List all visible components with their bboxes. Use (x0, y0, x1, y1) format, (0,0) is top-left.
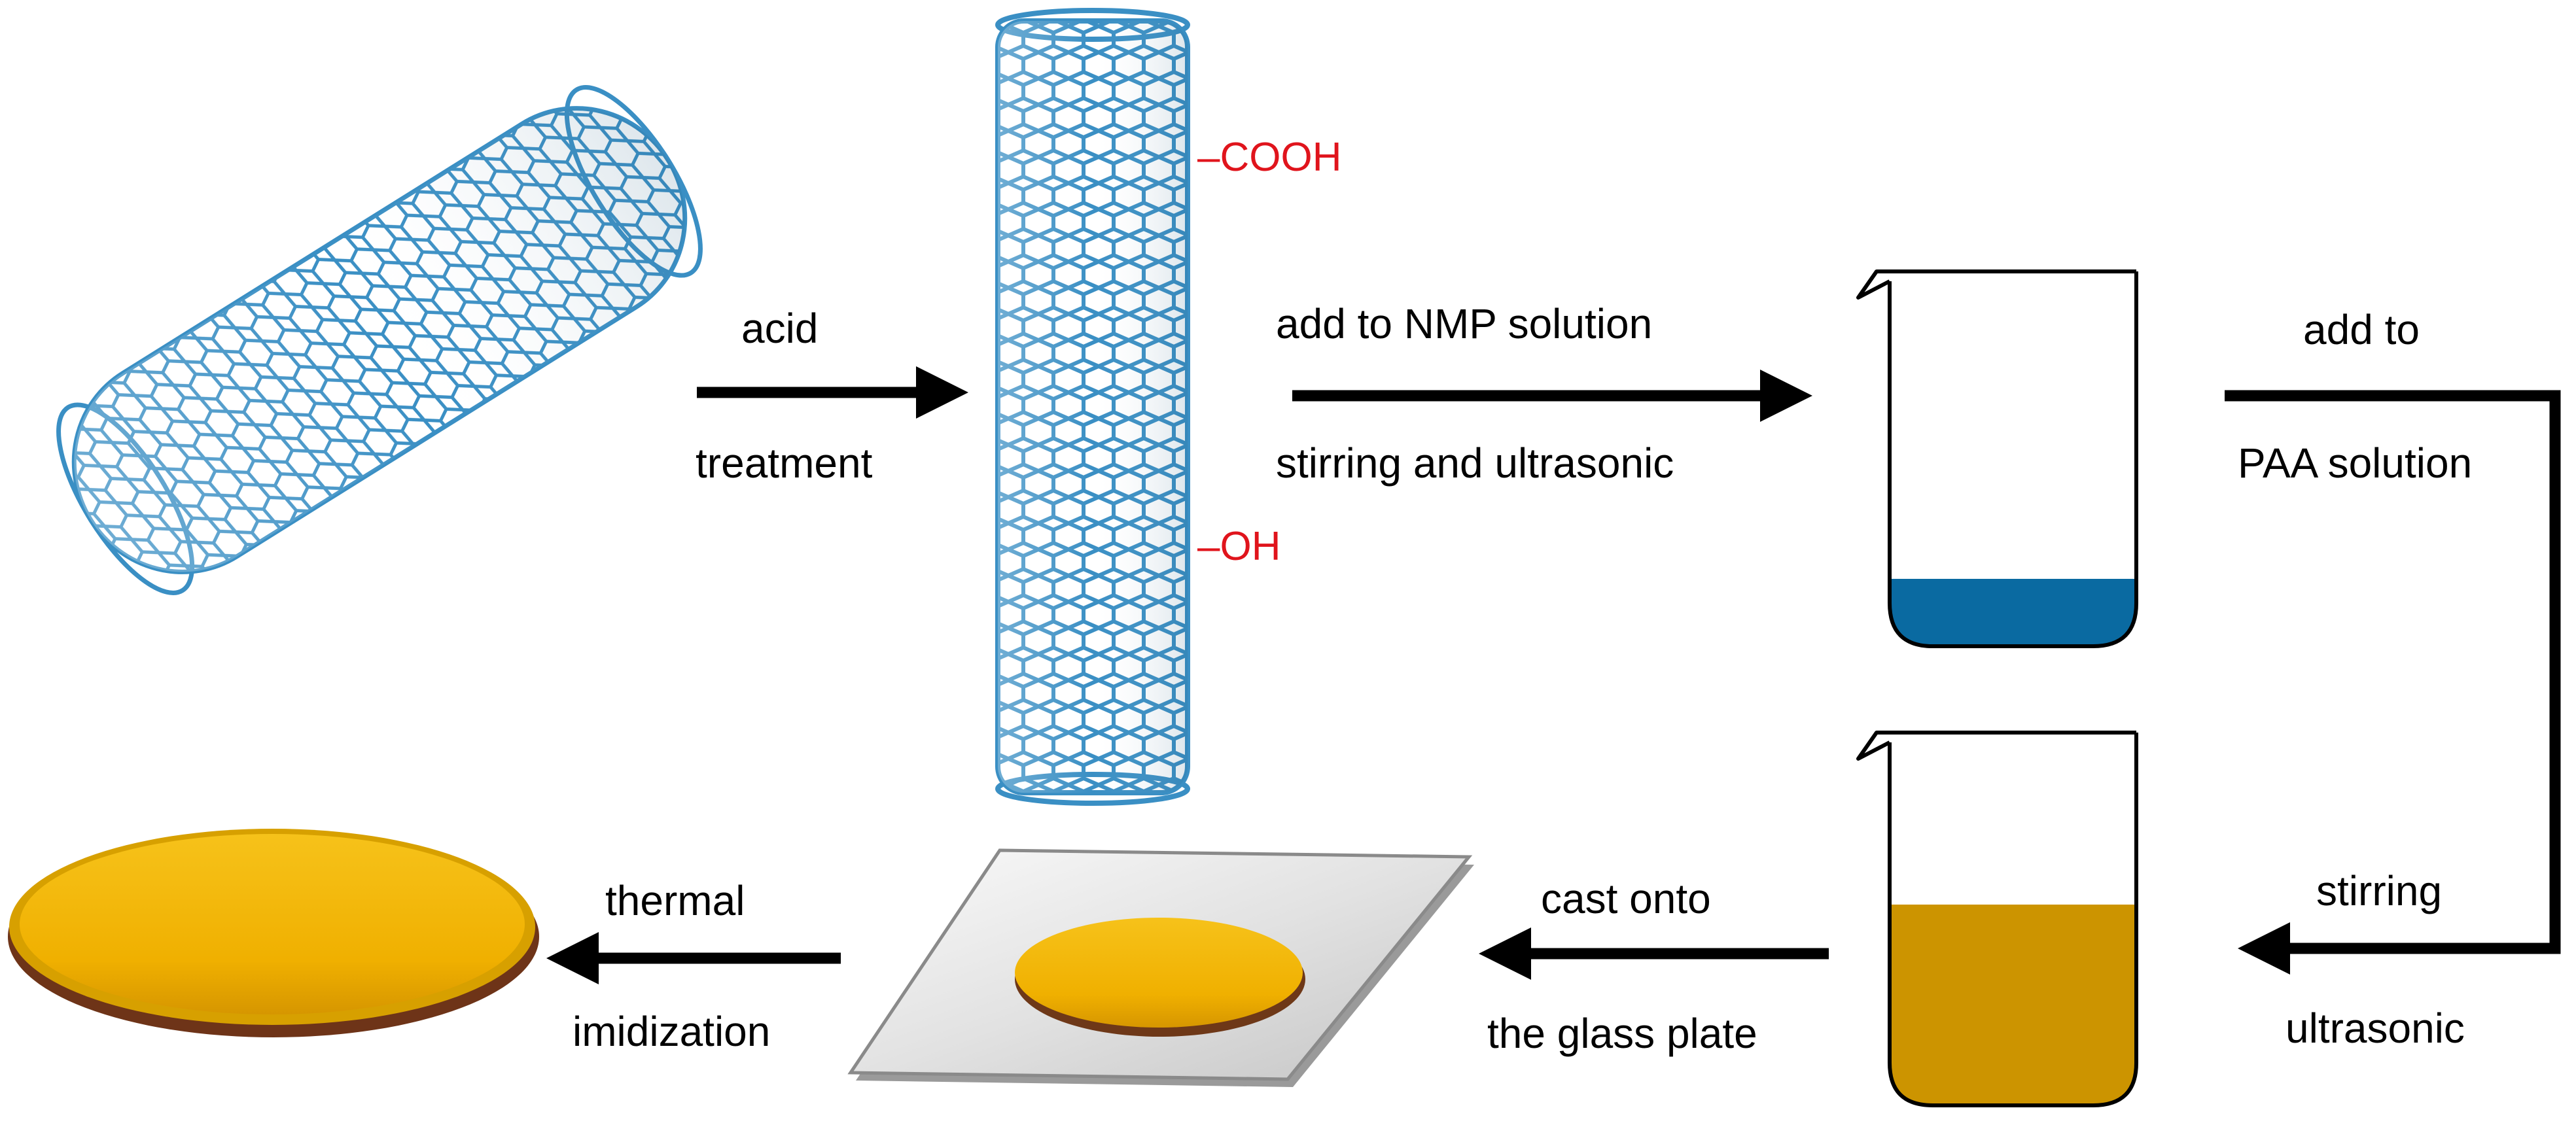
label-stirring: stirring (2316, 867, 2443, 914)
arrow-acid-treatment (697, 366, 968, 419)
label-imidization: imidization (573, 1008, 771, 1055)
beaker-brown (1856, 731, 2138, 1107)
label-thermal: thermal (605, 877, 745, 924)
label-paa-solution: PAA solution (2238, 440, 2473, 487)
functionalized-nanotube (995, 8, 1190, 806)
pristine-nanotube (56, 85, 703, 595)
cooh-group-label: –COOH (1197, 135, 1342, 180)
label-ultrasonic: ultrasonic (2285, 1005, 2465, 1052)
label-acid: acid (741, 305, 819, 352)
arrows (546, 366, 2561, 984)
label-add-to-nmp: add to NMP solution (1276, 300, 1653, 347)
arrow-thermal (546, 932, 841, 984)
arrow-nmp (1292, 370, 1812, 422)
label-add-to: add to (2303, 306, 2420, 353)
arrow-paa-elbow (2225, 390, 2561, 975)
beaker-blue (1856, 269, 2138, 648)
label-glass-plate: the glass plate (1487, 1010, 1757, 1057)
label-treatment: treatment (696, 440, 873, 487)
label-cast-onto: cast onto (1541, 875, 1711, 922)
arrow-cast (1479, 927, 1829, 980)
oh-group-label: –OH (1197, 524, 1281, 569)
cast-film (1015, 918, 1303, 1028)
final-film (8, 829, 539, 1037)
glass-plate (847, 848, 1474, 1087)
label-stirring-ultrasonic: stirring and ultrasonic (1276, 440, 1674, 487)
